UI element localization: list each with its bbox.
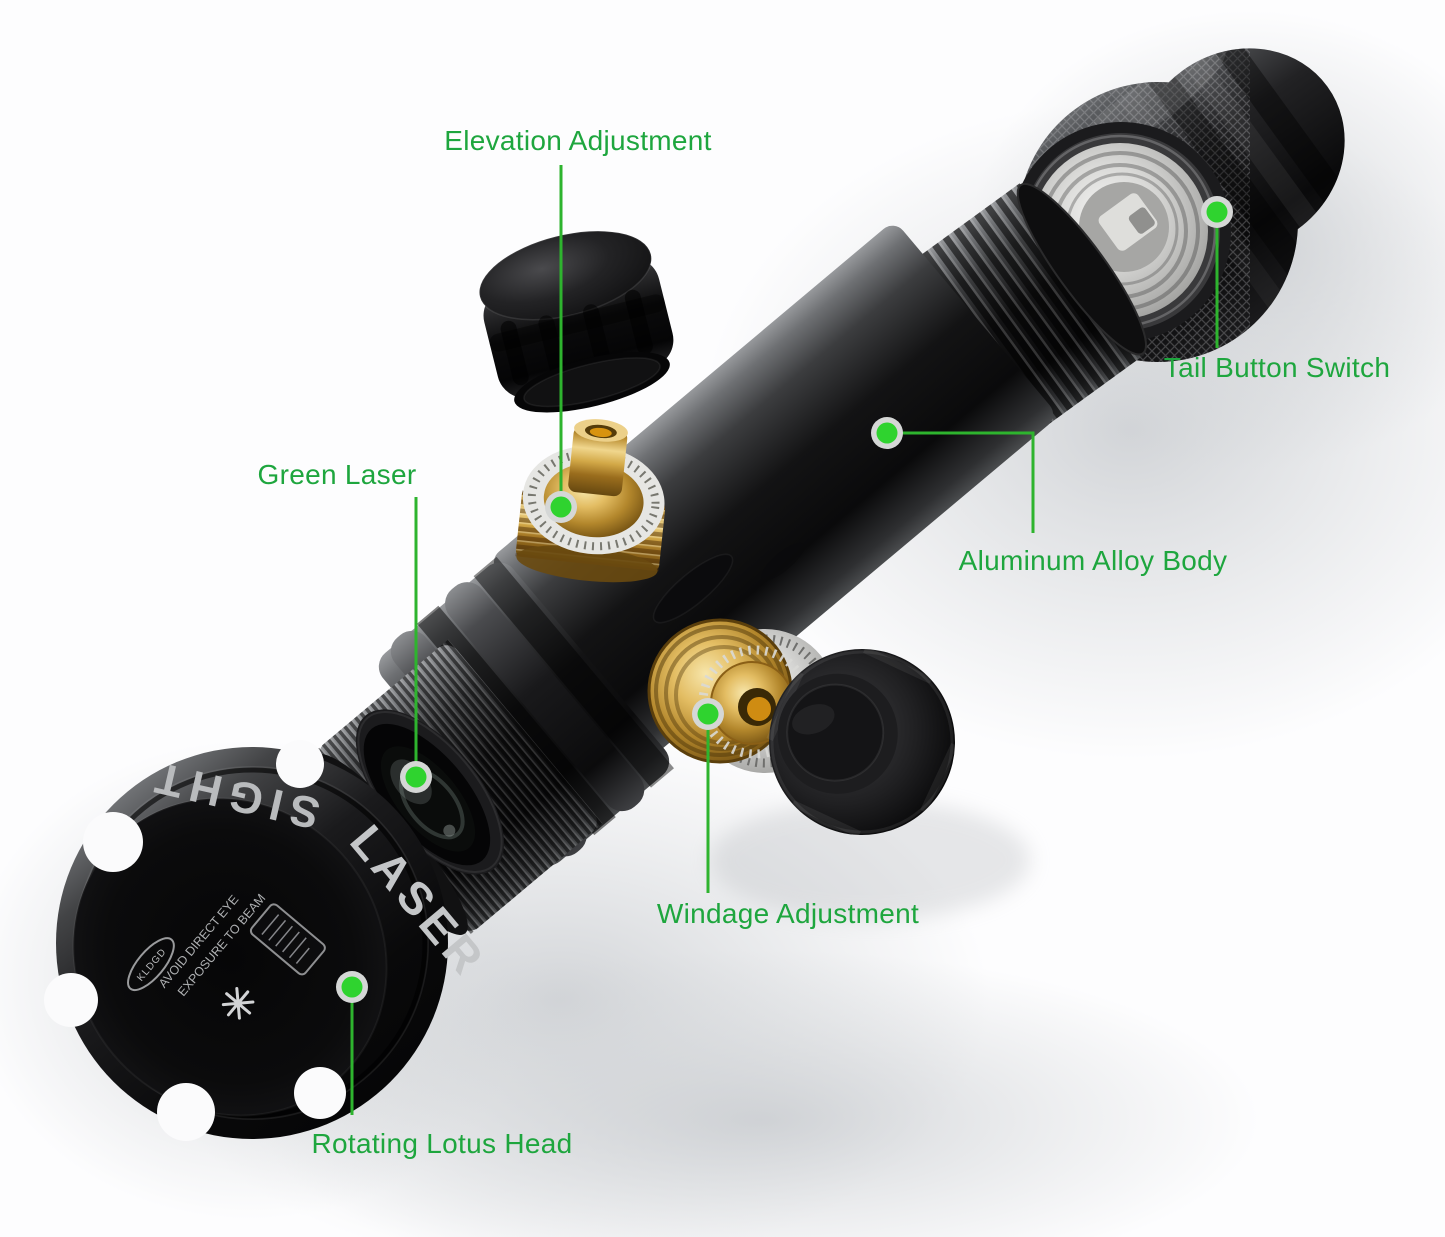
label-rotating-lotus-head: Rotating Lotus Head xyxy=(312,1128,573,1159)
aluminum-dot xyxy=(876,422,898,444)
aluminum-callout-line xyxy=(901,431,1035,533)
windage-dot xyxy=(697,703,719,725)
windage-hex-socket xyxy=(747,697,771,721)
windage-cap xyxy=(766,646,958,838)
callout-labels: Elevation Adjustment Tail Button Switch … xyxy=(258,125,1390,1159)
body-slot xyxy=(652,553,734,624)
warning-label-box xyxy=(249,903,326,976)
elevation-dial-ticks xyxy=(527,449,660,551)
callouts xyxy=(350,165,1219,1115)
elevation-hex-socket xyxy=(589,427,612,438)
label-aluminum-alloy-body: Aluminum Alloy Body xyxy=(959,545,1228,576)
tail-dot xyxy=(1206,201,1228,223)
elevation-dot xyxy=(550,496,572,518)
body-slot-small xyxy=(761,542,805,581)
lotus-scallops xyxy=(44,740,346,1141)
label-tail-button-switch: Tail Button Switch xyxy=(1164,352,1390,383)
lotus-dot xyxy=(341,976,363,998)
green-laser-dot xyxy=(405,766,427,788)
label-windage-adjustment: Windage Adjustment xyxy=(657,898,919,929)
elevation-adjustment-knob xyxy=(515,419,666,583)
tail-battery-contact xyxy=(1098,193,1158,251)
label-elevation-adjustment: Elevation Adjustment xyxy=(444,125,712,156)
windage-adjustment-knob xyxy=(647,618,837,773)
callout-dots xyxy=(336,196,1233,1003)
aluminum-body xyxy=(493,225,1054,752)
elevation-cap xyxy=(478,230,674,413)
starburst-icon xyxy=(221,987,255,1020)
label-green-laser: Green Laser xyxy=(258,459,417,490)
